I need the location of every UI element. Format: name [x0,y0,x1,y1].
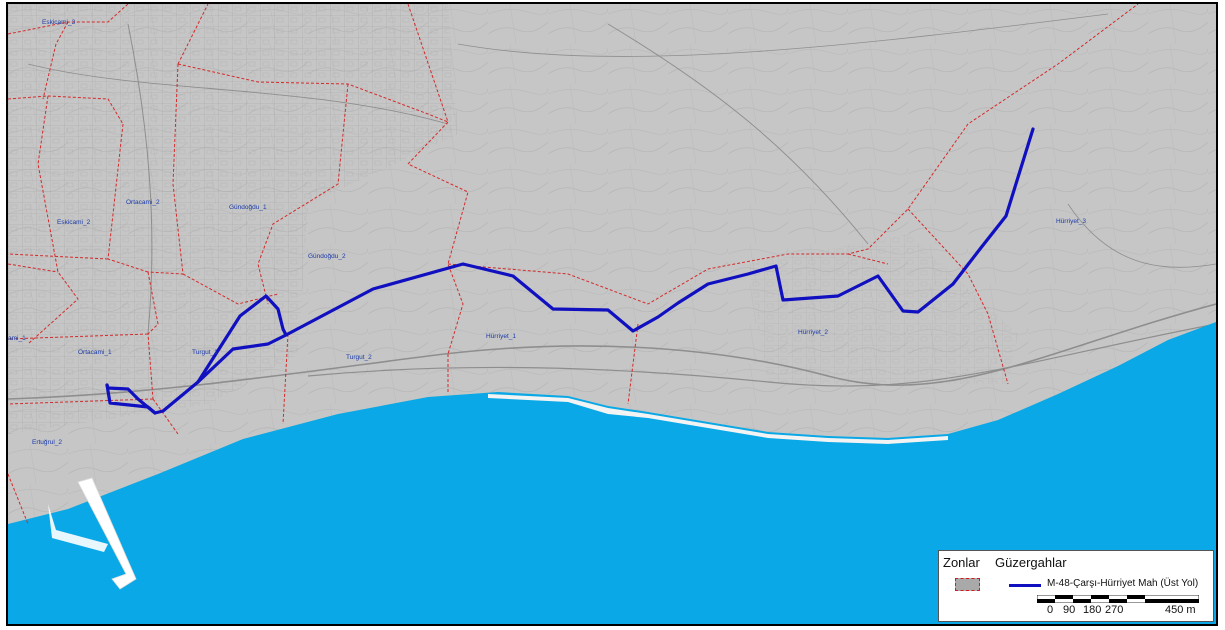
zone-label: Ortacami_2 [126,199,160,206]
zone-label: Turgut_2 [346,354,372,361]
zone-label: Gündoğdu_2 [308,253,346,260]
zone-label: Hürriyet_2 [798,329,828,336]
scale-tick: 450 m [1165,604,1196,616]
map-frame: Eskicami_3 Eskicami_2 Ortacami_2 Gündoğd… [6,2,1218,626]
zone-label: Eskicami_2 [57,219,91,226]
map-canvas[interactable]: Eskicami_3 Eskicami_2 Ortacami_2 Gündoğd… [8,4,1216,624]
scale-tick: 90 [1063,604,1076,616]
scale-tick: 0 [1047,604,1054,616]
main-roads [8,13,1216,400]
beach [488,394,948,444]
zone-label: Eskicami_3 [42,19,76,26]
zone-label: Turgut_1 [192,349,218,356]
legend-zones-title: Zonlar [943,555,980,570]
urban-blocks-east [748,234,1018,384]
scale-tick: 180 [1083,604,1102,616]
legend-route-label: M-48-Çarşı-Hürriyet Mah (Üst Yol) [1047,578,1199,589]
zone-label: Hürriyet_3 [1056,218,1086,225]
legend-zone-swatch [955,578,980,591]
route-m48-loop[interactable] [196,294,288,384]
sea [8,322,1216,624]
legend-route-swatch [1009,584,1041,587]
zone-label: Gündoğdu_1 [229,204,267,211]
zone-labels: Eskicami_3 Eskicami_2 Ortacami_2 Gündoğd… [8,19,1086,446]
harbor-breakwater [48,504,108,552]
route-m48-line[interactable] [105,127,1035,415]
zone-label: Ertuğrul_2 [32,439,62,446]
scale-tick: 270 [1105,604,1124,616]
route-m48-hook[interactable] [105,383,157,415]
map-legend: Zonlar Güzergahlar M-48-Çarşı-Hürriyet M… [938,550,1214,622]
zone-label: Ortacami_1 [78,349,112,356]
zone-borders [8,4,1139,525]
zone-label: ami_1 [8,335,26,342]
zone-label: Hürriyet_1 [486,333,516,340]
scale-bar [1037,595,1199,603]
harbor-pier [77,477,137,590]
legend-routes-title: Güzergahlar [995,555,1067,570]
